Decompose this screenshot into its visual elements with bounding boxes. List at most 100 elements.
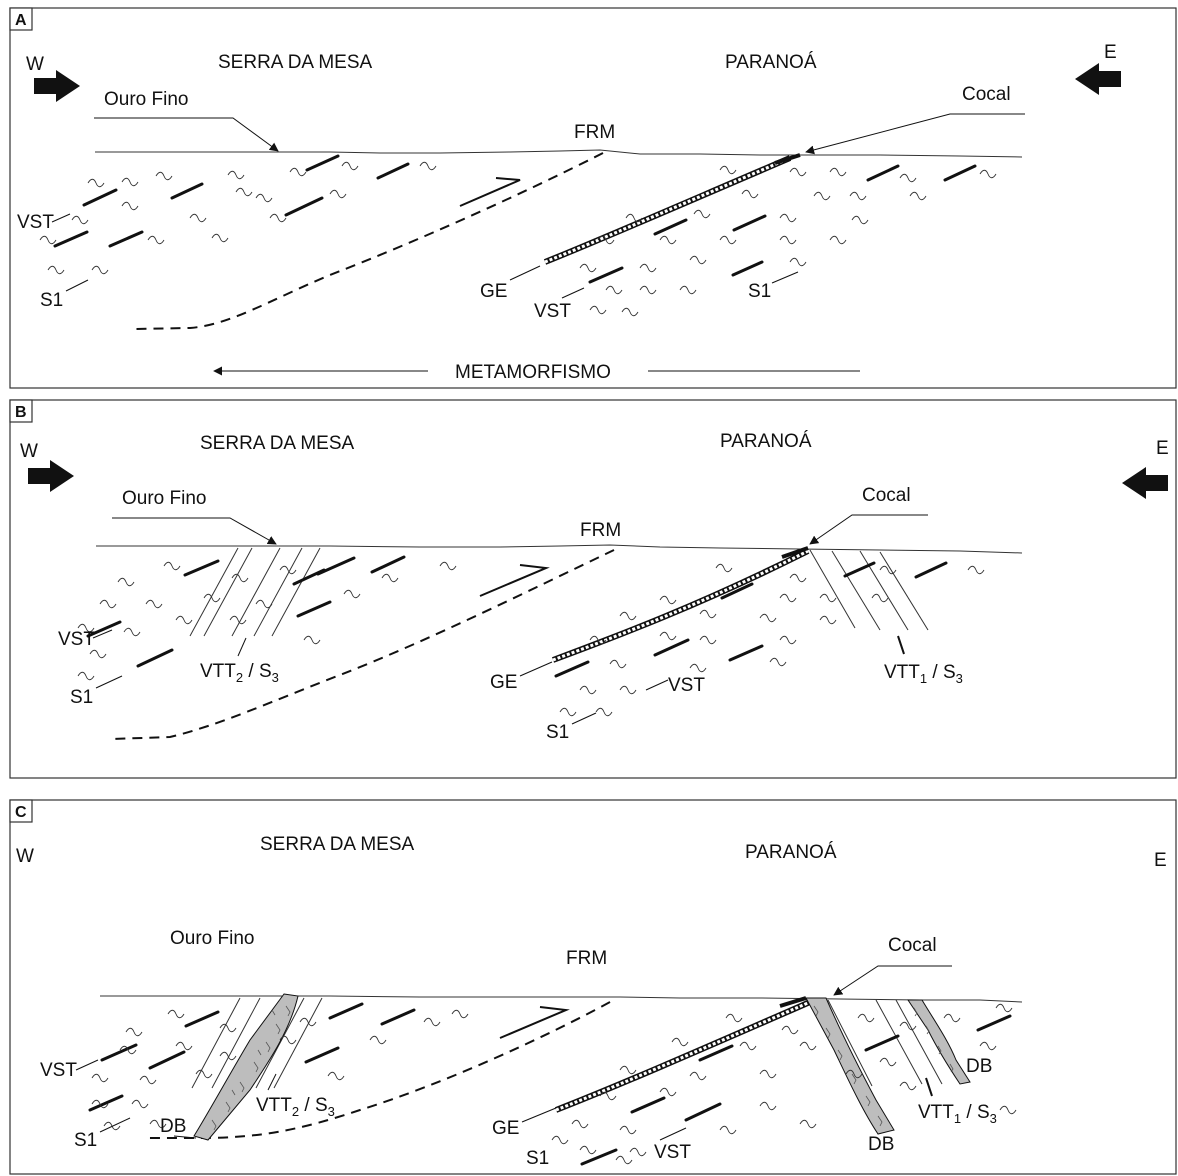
panel-c-west: W xyxy=(16,846,34,867)
panel-c-vst-east-leader xyxy=(659,1127,687,1141)
panel-c-surface xyxy=(100,995,1023,1003)
panel-c-dike-east-texture xyxy=(813,1005,883,1127)
panel-b-frame xyxy=(9,399,1177,779)
panel-c-ouro-fino: Ouro Fino xyxy=(170,928,254,949)
panel-a-vst-west: VST xyxy=(17,212,54,233)
panel-b-east-arrow-icon xyxy=(1122,467,1168,499)
panel-b-west-arrow-icon xyxy=(28,460,74,492)
panel-c-shear-sense-icon xyxy=(499,1006,570,1039)
panel-c-db-east: DB xyxy=(868,1134,894,1155)
panel-b-vst-west-leader xyxy=(92,629,113,639)
panel-b-cocal: Cocal xyxy=(862,485,911,506)
panel-c-cocal-leader xyxy=(833,965,952,996)
panel-c-frm: FRM xyxy=(566,948,607,969)
panel-a-frm: FRM xyxy=(574,122,615,143)
panel-a-vst-west-leader xyxy=(51,213,71,223)
panel-c-vtt1-leader xyxy=(925,1077,933,1097)
panel-a-vst-east: VST xyxy=(534,301,571,322)
panel-c: C W E SERRA DA MESA PARANOÁ Ouro Fino FR… xyxy=(9,799,1177,1175)
panel-a-s1-east-leader xyxy=(771,271,799,284)
panel-a-cocal-ore xyxy=(774,153,801,165)
panel-a-foliation xyxy=(39,161,997,317)
panel-a-east: E xyxy=(1104,42,1117,63)
panel-a-serra-da-mesa: SERRA DA MESA xyxy=(218,52,372,73)
panel-b-thrust-fault xyxy=(111,549,615,740)
panel-a-s1-west: S1 xyxy=(40,290,63,311)
panel-b-s1-west: S1 xyxy=(70,687,93,708)
panel-b-vst-east: VST xyxy=(668,675,705,696)
panel-a-surface xyxy=(95,149,1023,158)
panel-c-dike-east xyxy=(805,997,895,1135)
panel-a-frame xyxy=(9,7,1177,389)
panel-c-s1-east: S1 xyxy=(526,1148,549,1169)
panel-b-frm: FRM xyxy=(580,520,621,541)
panel-c-tag: C xyxy=(15,804,27,821)
panel-b-vst-dashes xyxy=(86,555,948,678)
panel-b-vtt2-leader xyxy=(237,637,247,657)
panel-c-ge: GE xyxy=(492,1118,519,1139)
panel-a-cocal: Cocal xyxy=(962,84,1011,105)
panel-b-s1-east-leader xyxy=(571,712,597,725)
panel-c-db-west-leader xyxy=(173,1135,197,1139)
panel-a-vst-dashes xyxy=(53,154,977,284)
panel-a-shear-sense-icon xyxy=(459,177,521,207)
panel-b-east: E xyxy=(1156,438,1169,459)
panel-b-vst-west: VST xyxy=(58,629,95,650)
panel-c-cocal: Cocal xyxy=(888,935,937,956)
panel-a-thrust-fault xyxy=(134,152,604,330)
panel-a-metamorphism: METAMORFISMO xyxy=(455,362,611,383)
panel-c-ge-leader xyxy=(521,1107,557,1123)
panel-c-db-west: DB xyxy=(160,1116,186,1137)
panel-c-thrust-fault xyxy=(146,1001,611,1139)
panel-b-vst-east-leader xyxy=(645,679,669,691)
panel-c-paranoa: PARANOÁ xyxy=(745,842,837,863)
panel-b-west: W xyxy=(20,441,38,462)
panel-a-ge-leader xyxy=(509,265,541,281)
panel-b-tag-box xyxy=(9,399,33,423)
panel-c-vst-west: VST xyxy=(40,1060,77,1081)
panel-a-cocal-leader xyxy=(805,113,1025,155)
panel-b-vtt2-zone xyxy=(189,547,321,637)
panel-b-ouro-fino: Ouro Fino xyxy=(122,488,206,509)
panel-c-vtt1: VTT1 / S3 xyxy=(918,1102,997,1126)
panel-a-west: W xyxy=(26,54,44,75)
panel-a: A W E SERRA DA MESA PARANOÁ Ouro Fino Co… xyxy=(9,7,1177,389)
panel-b-vtt1-leader xyxy=(897,635,905,655)
panel-b-s1-west-leader xyxy=(95,675,123,689)
panel-a-ge-horizon-core xyxy=(544,156,791,264)
panel-c-vtt2-zone xyxy=(191,997,323,1089)
panel-c-east: E xyxy=(1154,850,1167,871)
panel-b-surface xyxy=(96,544,1023,554)
panel-b-paranoa: PARANOÁ xyxy=(720,431,812,452)
panel-b-ge: GE xyxy=(490,672,517,693)
panel-b-shear-sense-icon xyxy=(479,564,550,597)
panel-b-s1-east-text: S1 xyxy=(546,722,569,743)
panel-c-ge-horizon-core xyxy=(555,1000,811,1112)
panel-b-ge-leader xyxy=(519,661,553,677)
panel-c-serra-da-mesa: SERRA DA MESA xyxy=(260,834,414,855)
panel-a-s1-east: S1 xyxy=(748,281,771,302)
panel-b-ouro-fino-leader xyxy=(112,517,277,545)
panel-a-ge: GE xyxy=(480,281,507,302)
panel-b-vtt2: VTT2 / S3 xyxy=(200,661,279,685)
panel-c-vst-east: VST xyxy=(654,1142,691,1163)
panel-b-vtt1-zone xyxy=(809,549,929,631)
panel-b-tag: B xyxy=(15,404,27,421)
panel-b-vtt1: VTT1 / S3 xyxy=(884,662,963,686)
panel-c-frame xyxy=(9,799,1177,1175)
panel-a-s1-west-leader xyxy=(65,279,89,292)
panel-a-tag-box xyxy=(9,7,33,31)
panel-a-ouro-fino: Ouro Fino xyxy=(104,89,188,110)
panel-b: B W E SERRA DA MESA PARANOÁ Ouro Fino Co… xyxy=(9,399,1177,779)
panel-a-ouro-fino-leader xyxy=(94,117,279,152)
panel-c-s1-west-leader xyxy=(99,1117,131,1133)
panel-a-vst-east-leader xyxy=(561,287,585,299)
panel-b-foliation xyxy=(77,561,985,717)
panel-a-tag: A xyxy=(15,12,27,29)
panel-c-vst-west-leader xyxy=(75,1059,99,1071)
panel-c-s1-west: S1 xyxy=(74,1130,97,1151)
panel-c-vtt2-leader xyxy=(267,1073,277,1091)
panel-c-vtt1-zone xyxy=(827,999,943,1087)
panel-c-dike-west xyxy=(193,993,299,1141)
